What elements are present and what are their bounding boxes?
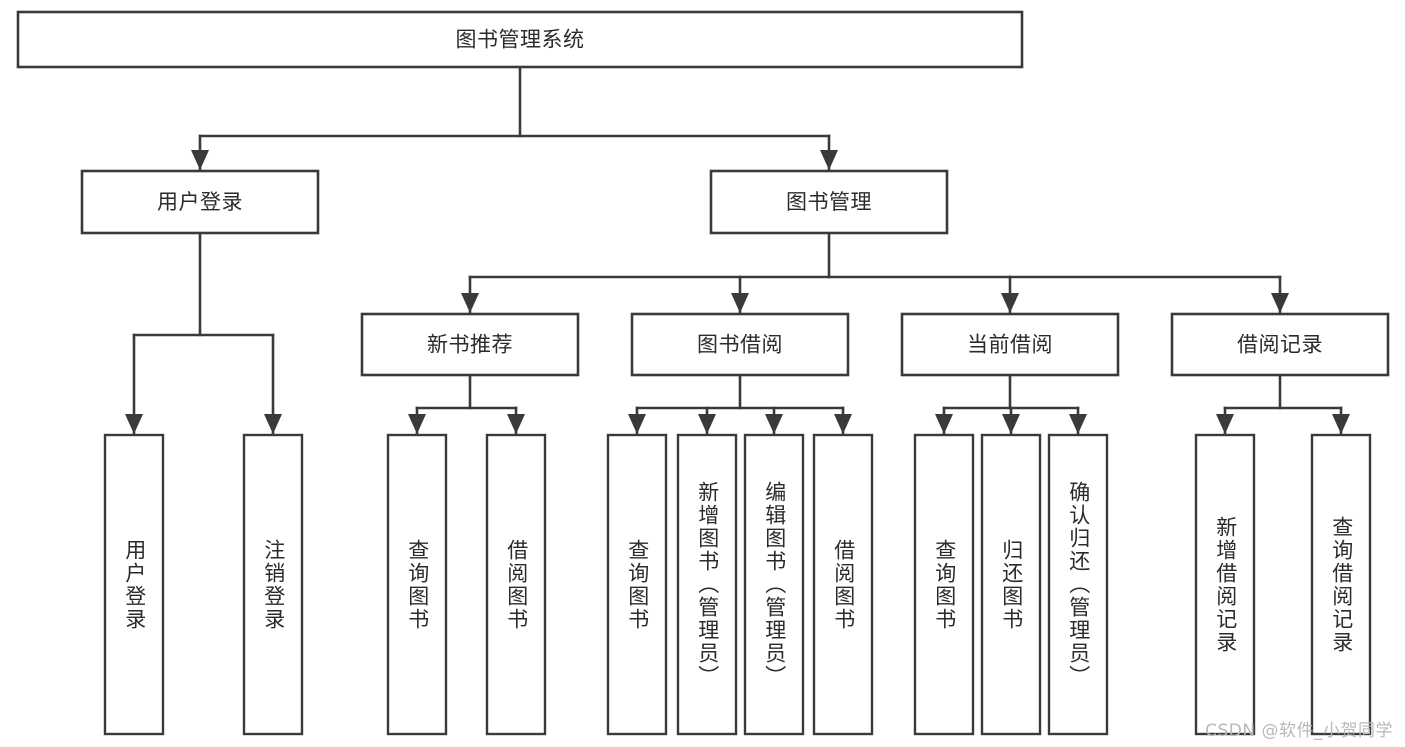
connector-layer <box>125 65 1350 435</box>
node-root[interactable]: 图书管理系统 <box>16 10 1024 69</box>
node-borrow-record-label: 借阅记录 <box>1237 333 1323 357</box>
arrow-head-icon-book-manage <box>820 150 838 170</box>
node-leaf-borrow-book-recommend[interactable] <box>485 433 547 736</box>
node-book-manage-box[interactable] <box>709 169 949 235</box>
node-book-borrow-box[interactable] <box>630 312 850 377</box>
node-new-book-recommend-box[interactable] <box>360 312 580 377</box>
arrow-head-icon-leaf-query-book-current <box>935 414 953 434</box>
node-leaf-add-book-box[interactable] <box>676 433 738 736</box>
node-leaf-borrow-book-recommend-box[interactable] <box>485 433 547 736</box>
node-root-box[interactable] <box>16 10 1024 69</box>
arrow-head-icon-borrow-record <box>1271 293 1289 313</box>
node-leaf-query-book-borrow-box[interactable] <box>606 433 668 736</box>
node-user-login[interactable]: 用户登录 <box>80 169 320 235</box>
arrow-head-icon-leaf-borrow-book-recommend <box>507 414 525 434</box>
node-leaf-query-book-borrow[interactable] <box>606 433 668 736</box>
node-leaf-add-borrow-record[interactable] <box>1194 433 1256 736</box>
node-leaf-logout[interactable] <box>242 433 304 736</box>
node-leaf-borrow-book-box[interactable] <box>812 433 874 736</box>
arrow-head-icon-leaf-query-book-recommend <box>408 414 426 434</box>
node-current-borrow-box[interactable] <box>900 312 1120 377</box>
arrow-head-icon-leaf-user-login <box>125 414 143 434</box>
node-leaf-query-book-recommend[interactable] <box>386 433 448 736</box>
arrow-head-icon-leaf-edit-book <box>765 414 783 434</box>
node-current-borrow-label: 当前借阅 <box>967 333 1053 357</box>
node-current-borrow[interactable]: 当前借阅 <box>900 312 1120 377</box>
node-leaf-confirm-return[interactable] <box>1047 433 1109 736</box>
node-leaf-add-borrow-record-box[interactable] <box>1194 433 1256 736</box>
node-leaf-query-borrow-record[interactable] <box>1310 433 1372 736</box>
node-leaf-add-book[interactable] <box>676 433 738 736</box>
node-borrow-record[interactable]: 借阅记录 <box>1170 312 1390 377</box>
node-root-label: 图书管理系统 <box>456 28 585 52</box>
arrow-head-icon-book-borrow <box>731 293 749 313</box>
arrow-head-icon-leaf-return-book <box>1002 414 1020 434</box>
arrow-head-icon-leaf-confirm-return <box>1069 414 1087 434</box>
node-leaf-query-borrow-record-box[interactable] <box>1310 433 1372 736</box>
node-leaf-query-book-recommend-box[interactable] <box>386 433 448 736</box>
arrow-head-icon-leaf-logout <box>264 414 282 434</box>
node-book-borrow-label: 图书借阅 <box>697 333 783 357</box>
node-leaf-logout-box[interactable] <box>242 433 304 736</box>
node-leaf-return-book[interactable] <box>980 433 1042 736</box>
node-leaf-edit-book[interactable] <box>743 433 805 736</box>
node-book-manage-label: 图书管理 <box>786 190 872 214</box>
node-user-login-label: 用户登录 <box>157 190 243 214</box>
node-new-book-recommend-label: 新书推荐 <box>427 333 513 357</box>
node-borrow-record-box[interactable] <box>1170 312 1390 377</box>
node-leaf-return-book-box[interactable] <box>980 433 1042 736</box>
arrow-head-icon-leaf-borrow-book <box>834 414 852 434</box>
node-book-borrow[interactable]: 图书借阅 <box>630 312 850 377</box>
node-leaf-query-book-current-box[interactable] <box>913 433 975 736</box>
node-new-book-recommend[interactable]: 新书推荐 <box>360 312 580 377</box>
node-book-manage[interactable]: 图书管理 <box>709 169 949 235</box>
watermark: CSDN @软件_小贺同学 <box>1205 721 1393 741</box>
node-leaf-borrow-book[interactable] <box>812 433 874 736</box>
node-leaf-user-login[interactable] <box>103 433 165 736</box>
arrow-head-icon-current-borrow <box>1001 293 1019 313</box>
arrow-head-icon-leaf-add-borrow-record <box>1216 414 1234 434</box>
node-leaf-user-login-box[interactable] <box>103 433 165 736</box>
node-leaf-query-book-current[interactable] <box>913 433 975 736</box>
node-leaf-confirm-return-box[interactable] <box>1047 433 1109 736</box>
arrow-head-icon-leaf-query-borrow-record <box>1332 414 1350 434</box>
arrow-head-icon-user-login <box>191 150 209 170</box>
node-user-login-box[interactable] <box>80 169 320 235</box>
arrow-head-icon-new-book-recommend <box>461 293 479 313</box>
arrow-head-icon-leaf-add-book <box>698 414 716 434</box>
node-leaf-edit-book-box[interactable] <box>743 433 805 736</box>
arrow-head-icon-leaf-query-book-borrow <box>628 414 646 434</box>
